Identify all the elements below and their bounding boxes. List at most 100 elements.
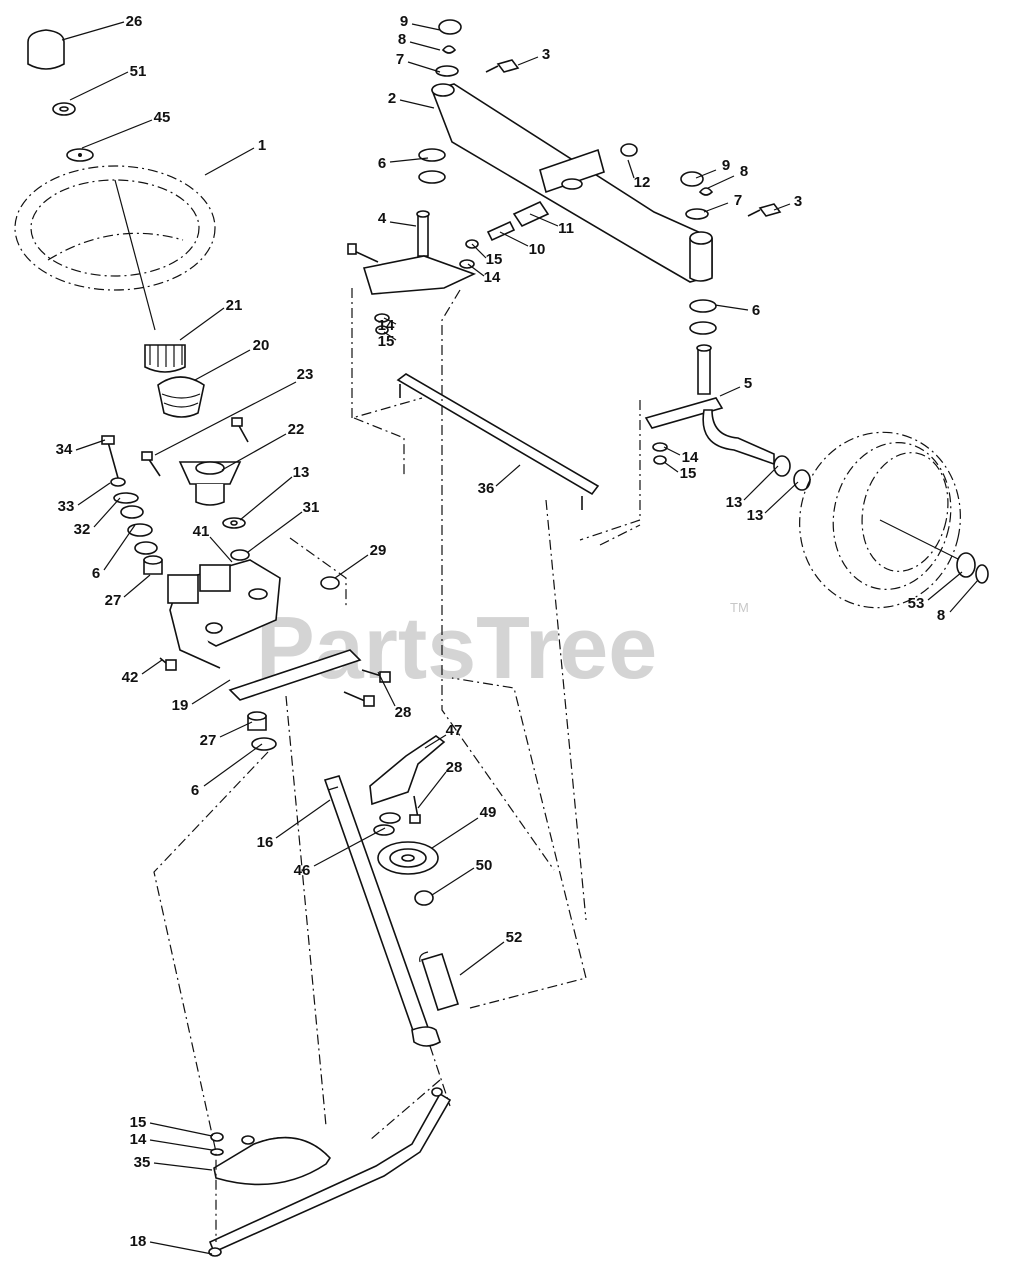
callout-label-c3b: 3 [794,193,802,210]
callout-label-c32: 32 [74,521,91,538]
callout-label-c45: 45 [154,109,171,126]
callout-leader-c9b [695,169,717,179]
callout-leader-c23 [154,381,297,456]
callout-label-c1: 1 [258,137,266,154]
callout-leader-c6b [203,743,263,787]
washer-53-clip-8 [956,552,989,584]
callout-leader-c28b [417,771,447,809]
callout-label-c13b: 13 [726,494,743,511]
clip-8b [698,187,714,196]
callout-leader-c22 [221,433,287,471]
nut-51 [52,102,76,116]
callout-leader-c8c [949,579,979,613]
callout-label-c21: 21 [226,297,243,314]
callout-label-c13a: 13 [293,464,310,481]
callout-leader-c12 [627,159,635,179]
callout-leader-c13b [743,465,779,501]
callout-leader-c13a [239,476,293,521]
callout-leader-c8b [707,175,735,189]
callout-leader-c3b [773,203,791,211]
washer-7a [435,65,459,77]
washer-7b [685,208,709,220]
callout-label-c33: 33 [58,498,75,515]
callout-leader-c33 [77,482,111,506]
callout-label-c8c: 8 [937,607,945,624]
callout-leader-c20 [194,349,251,381]
callout-leader-c26 [61,21,125,41]
callout-label-c26: 26 [126,13,143,30]
callout-leader-c51 [69,71,129,101]
idler-pulley-49 [377,841,439,875]
washers-33-32-6-27 [110,477,163,575]
spacers-46 [373,812,401,836]
watermark-text: PartsTree [256,598,657,697]
callout-leader-c29 [334,554,369,579]
callout-leader-c10 [499,231,529,247]
callout-label-c22: 22 [288,421,305,438]
sector-gear-35 [213,1135,332,1186]
nut-12 [620,143,638,157]
reference-lines [153,288,641,1242]
callout-leader-c7b [703,202,729,213]
callout-label-c11: 11 [558,220,574,237]
callout-leader-c15a [149,1122,213,1137]
callout-label-c14c: 14 [378,317,395,334]
callout-leader-c4 [389,221,417,227]
spindle-4 [347,210,477,295]
callout-leader-c34 [75,439,106,451]
idler-bracket-47 [369,735,446,806]
bolt-42 [159,657,177,671]
bearing-housing-22 [178,461,242,506]
callout-leader-c2 [399,99,435,109]
cap-9b [680,171,704,187]
callout-leader-c42 [141,659,163,675]
callout-leader-c15b [471,243,487,259]
callout-label-c7b: 7 [734,192,742,209]
callout-label-c5: 5 [744,375,752,392]
callout-label-c6b: 6 [191,782,199,799]
callout-leader-c21 [179,307,225,341]
nut-31 [230,549,250,561]
fasteners-15-14-upper [374,239,479,335]
callout-label-c47: 47 [446,722,463,739]
callout-leader-c41 [209,536,233,563]
callout-leader-c15c [383,331,397,341]
callout-label-c53: 53 [908,595,925,612]
callout-label-c46: 46 [294,862,311,879]
callout-label-c18: 18 [130,1233,147,1250]
callout-label-c14b: 14 [484,269,501,286]
callout-leader-c6d [714,304,749,311]
callout-label-c28a: 28 [395,704,412,721]
callout-label-c29: 29 [370,542,387,559]
callout-label-c13c: 13 [747,507,764,524]
callout-label-c19: 19 [172,697,189,714]
callout-label-c9b: 9 [722,157,730,174]
steering-adapter-21 [144,344,186,373]
callout-leader-c3a [517,56,539,66]
callout-label-c50: 50 [476,857,493,874]
callout-label-c35: 35 [134,1154,151,1171]
screws-23 [141,417,249,477]
watermark-trademark: TM [730,600,749,615]
callout-label-c6d: 6 [752,302,760,319]
callout-label-c7a: 7 [396,51,404,68]
front-axle-2 [430,83,713,283]
callout-label-c10: 10 [529,241,546,258]
washers-13-right [773,455,811,491]
bolt-28-idler [409,795,421,824]
fasteners-15-14 [210,1132,224,1156]
callout-leader-c15d [663,461,679,473]
callout-label-c15b: 15 [486,251,503,268]
callout-label-c23: 23 [297,366,314,383]
callout-label-c27a: 27 [105,592,122,609]
callout-leader-c31 [247,511,303,553]
callout-label-c15d: 15 [680,465,697,482]
callout-leader-c9a [411,23,441,31]
bellows-20 [157,376,205,418]
steering-wheel-1 [14,165,216,331]
washer-45 [66,148,94,162]
callout-leader-c14b [467,263,485,277]
callout-label-c28b: 28 [446,759,463,776]
drag-link-18 [208,1087,452,1257]
